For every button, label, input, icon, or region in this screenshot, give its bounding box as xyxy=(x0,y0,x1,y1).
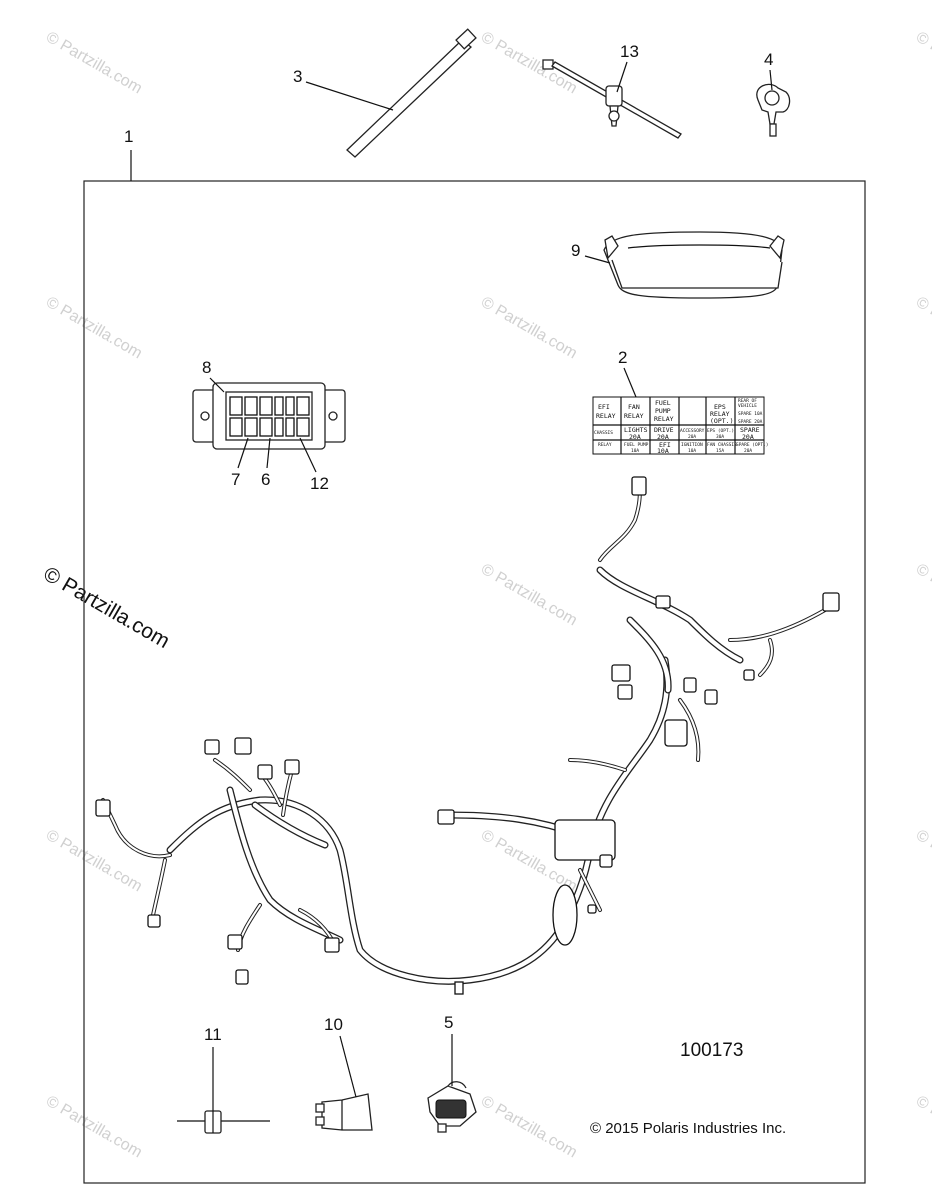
watermark: © Partzilla.com xyxy=(478,1093,580,1162)
watermark: © Partzilla.com xyxy=(913,1093,932,1162)
callout-9[interactable]: 9 xyxy=(571,241,580,260)
fuse-label-cell: EFI xyxy=(659,441,671,449)
diode-part[interactable] xyxy=(177,1110,270,1134)
fuse-label-part[interactable]: EFI RELAY FAN RELAY FUEL PUMP RELAY EPS … xyxy=(592,396,769,455)
fuse-label-cell: LIGHTS xyxy=(624,426,648,434)
watermark: © Partzilla.com xyxy=(478,561,580,630)
fuse-label-cell: CHASSIS xyxy=(594,430,613,436)
fuse-relay-block-part[interactable] xyxy=(192,382,346,450)
fuse-label-cell: FAN xyxy=(628,403,640,411)
callout-3[interactable]: 3 xyxy=(293,67,302,86)
fuse-label-cell: DRIVE xyxy=(654,426,674,434)
watermark: © Partzilla.com xyxy=(43,29,145,98)
fuse-label-cell: REAR OF xyxy=(738,398,757,404)
callout-13[interactable]: 13 xyxy=(620,42,639,61)
callout-12[interactable]: 12 xyxy=(310,474,329,493)
watermark-layer: © Partzilla.com © Partzilla.com © Partzi… xyxy=(43,29,932,1162)
callout-6[interactable]: 6 xyxy=(261,470,270,489)
watermark: © Partzilla.com xyxy=(43,1093,145,1162)
copyright-notice: © 2015 Polaris Industries Inc. xyxy=(590,1120,786,1137)
sensor-connector-part[interactable] xyxy=(427,1081,477,1133)
fuse-label-cell: SPARE 20A xyxy=(738,419,763,425)
clip-part[interactable] xyxy=(756,83,791,137)
assembly-frame xyxy=(83,180,866,1184)
fuse-label-cell: RELAY xyxy=(596,412,616,420)
watermark: © Partzilla.com xyxy=(43,827,145,896)
fuse-label-cell: ACCESSORY xyxy=(680,428,705,434)
watermark: © Partzilla.com xyxy=(913,294,932,363)
callout-7[interactable]: 7 xyxy=(231,470,240,489)
callout-4[interactable]: 4 xyxy=(764,50,773,69)
drawing-number: 100173 xyxy=(680,1040,743,1061)
fuse-label-cell: RELAY xyxy=(598,442,612,448)
fuse-label-cell: 20A xyxy=(629,433,641,441)
fuse-label-cell: 20A xyxy=(688,434,696,440)
fuse-label-cell: IGNITION xyxy=(681,442,703,448)
watermark: © Partzilla.com xyxy=(43,294,145,363)
watermark-prominent: © Partzilla.com xyxy=(40,562,174,653)
fuse-label-cell: RELAY xyxy=(654,415,674,423)
callout-11[interactable]: 11 xyxy=(204,1025,222,1044)
fuse-label-cell: RELAY xyxy=(710,410,730,418)
wiring-harness-part[interactable] xyxy=(95,476,840,995)
fuse-label-cell: 15A xyxy=(716,448,724,454)
fuse-label-cell: RELAY xyxy=(624,412,644,420)
fuse-label-cell: 10A xyxy=(631,448,639,454)
fuse-label-cell: 20A xyxy=(742,433,754,441)
push-mount-tie-part[interactable] xyxy=(542,59,682,139)
fuse-box-cover-part[interactable] xyxy=(603,231,785,299)
fuse-label-cell: 20A xyxy=(657,433,669,441)
cable-tie-part[interactable] xyxy=(346,28,477,158)
fuse-label-cell: SPARE 10A xyxy=(738,411,763,417)
callout-5[interactable]: 5 xyxy=(444,1013,453,1032)
fuse-label-cell: FUEL PUMP xyxy=(624,442,649,448)
fuse-label-cell: EPS (OPT.) xyxy=(707,428,734,434)
callout-10[interactable]: 10 xyxy=(324,1015,343,1034)
callout-1[interactable]: 1 xyxy=(124,127,133,146)
watermark: © Partzilla.com xyxy=(913,29,932,98)
callout-2[interactable]: 2 xyxy=(618,348,627,367)
fuse-label-cell: EFI xyxy=(598,403,610,411)
fuse-label-cell: (OPT.) xyxy=(710,417,733,425)
fuse-label-cell: FAN CHASSIS xyxy=(707,442,737,448)
fuse-label-cell: SPARE xyxy=(740,426,760,434)
terminal-connector-part[interactable] xyxy=(315,1093,373,1131)
fuse-label-cell: 20A xyxy=(744,448,752,454)
callout-8[interactable]: 8 xyxy=(202,358,211,377)
fuse-label-cell: PUMP xyxy=(655,407,671,415)
fuse-label-cell: SPARE (OPT.) xyxy=(736,442,769,448)
fuse-label-cell: 10A xyxy=(688,448,696,454)
fuse-label-cell: 10A xyxy=(657,447,669,455)
fuse-label-cell: 30A xyxy=(716,434,724,440)
fuse-label-cell: EPS xyxy=(714,403,726,411)
watermark: © Partzilla.com xyxy=(478,294,580,363)
watermark: © Partzilla.com xyxy=(478,29,580,98)
watermark: © Partzilla.com xyxy=(913,827,932,896)
watermark: © Partzilla.com xyxy=(913,561,932,630)
fuse-label-cell: FUEL xyxy=(655,399,671,407)
fuse-label-cell: VEHICLE xyxy=(738,403,757,409)
